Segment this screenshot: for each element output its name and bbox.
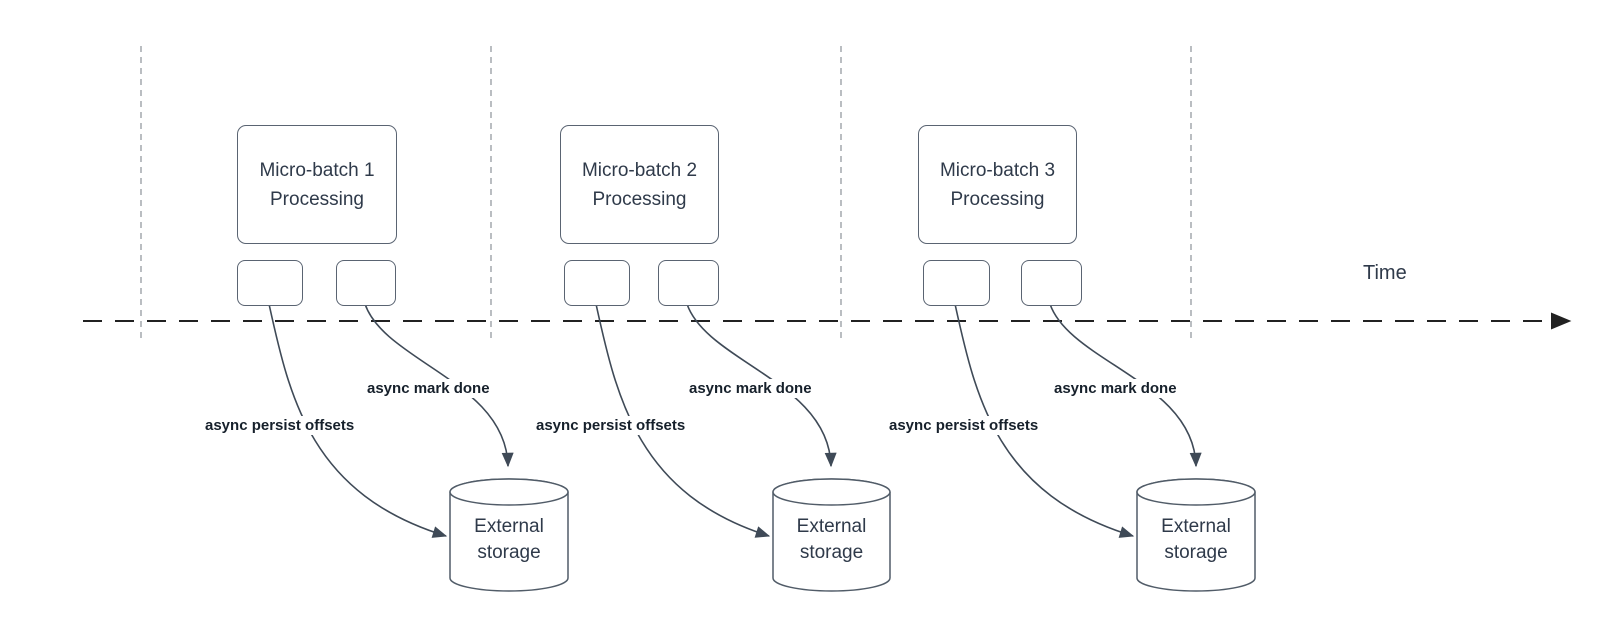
mark-done-label-2: async mark done [686,379,815,398]
mark-done-label-1: async mark done [364,379,493,398]
persist-offsets-arrow-1 [268,303,448,538]
mark-done-arrow-2 [686,303,837,468]
persist-offsets-arrow-2 [595,303,771,538]
offset-task-box-3 [923,260,990,306]
offset-task-box-2 [564,260,630,306]
mark-done-arrow-1 [364,303,514,468]
processing-box-2: Micro-batch 2 Processing [560,125,719,244]
external-storage-label-2: External storage [796,516,867,563]
processing-box-1: Micro-batch 1 Processing [237,125,397,244]
persist-offsets-label-1: async persist offsets [202,416,358,435]
processing-box-label: Micro-batch 3 Processing [939,159,1056,210]
storage-cylinder-top-2 [772,478,891,506]
mark-done-arrow-3 [1049,303,1202,468]
processing-box-3: Micro-batch 3 Processing [918,125,1077,244]
done-task-box-1 [336,260,396,306]
external-storage-label-3: External storage [1161,516,1231,563]
persist-offsets-arrow-3 [954,303,1135,538]
processing-box-label: Micro-batch 2 Processing [581,159,698,210]
processing-box-label: Micro-batch 1 Processing [259,159,375,210]
persist-offsets-label-3: async persist offsets [886,416,1042,435]
storage-cylinder-top-3 [1136,478,1256,506]
mark-done-label-3: async mark done [1051,379,1180,398]
offset-task-box-1 [237,260,303,306]
persist-offsets-label-2: async persist offsets [533,416,689,435]
external-storage-label-1: External storage [474,516,544,563]
done-task-box-2 [658,260,719,306]
time-axis-label: Time [1363,262,1407,284]
done-task-box-3 [1021,260,1082,306]
storage-cylinder-top-1 [449,478,569,506]
